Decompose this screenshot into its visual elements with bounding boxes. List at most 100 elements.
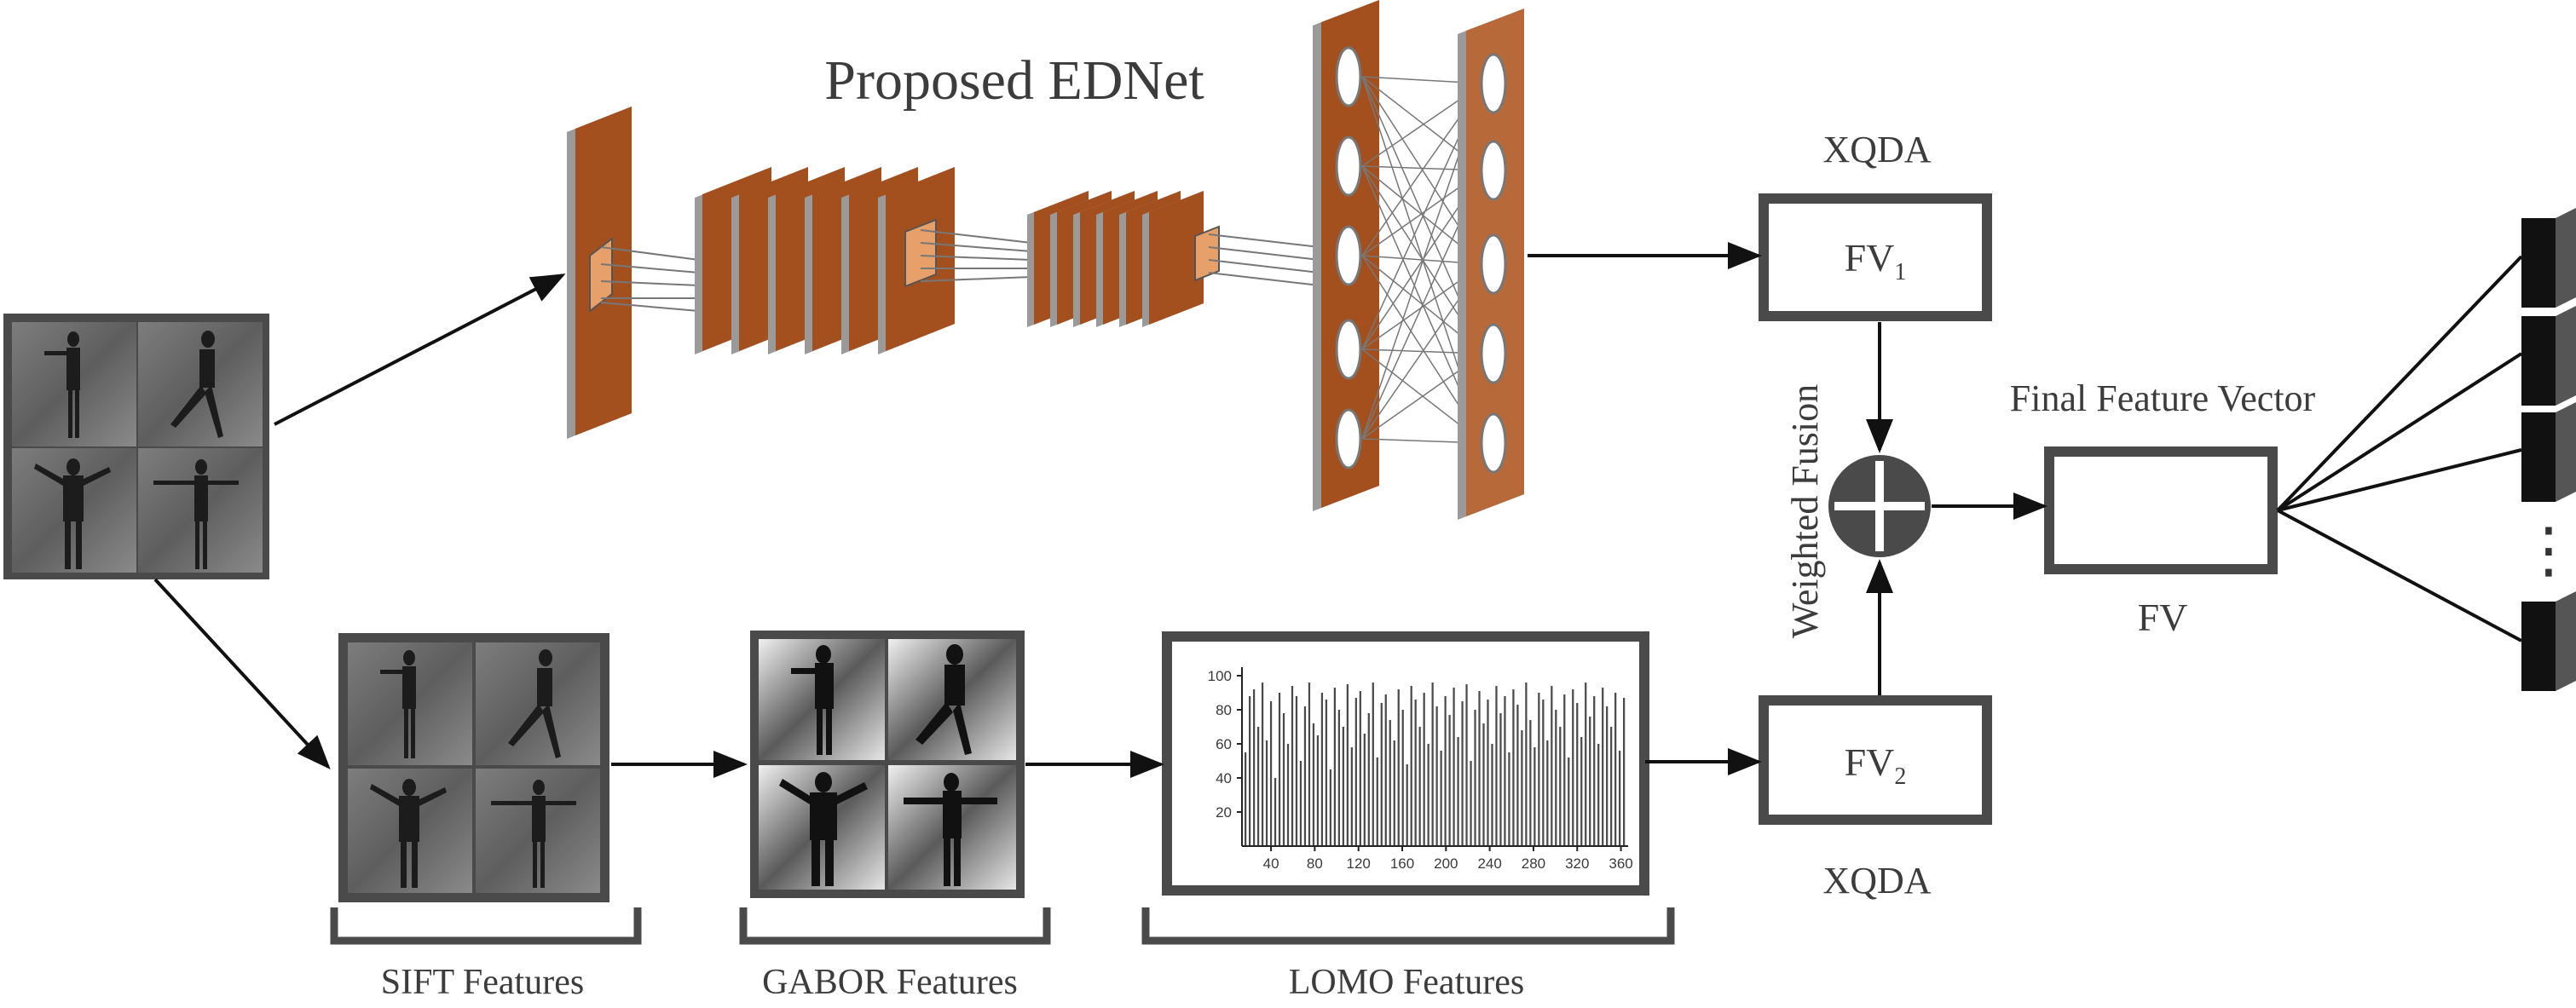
gabor-features-label: GABOR Features (762, 963, 1018, 1002)
fv1-box (1759, 193, 1992, 321)
sift-features-label: SIFT Features (381, 963, 584, 1002)
histogram-bar (1248, 696, 1251, 846)
histogram-bar (1418, 727, 1421, 846)
feature-brackets (330, 907, 1675, 945)
neuron (1335, 225, 1362, 286)
histogram-bar (1337, 710, 1340, 846)
histogram-bar (1269, 701, 1273, 846)
output-node (2521, 402, 2576, 502)
histogram-bar (1372, 683, 1374, 846)
histogram-bar (1521, 730, 1523, 846)
histogram-bar (1282, 713, 1285, 846)
final-fv-label: FV (2138, 596, 2188, 639)
histogram-bar (1623, 698, 1626, 846)
histogram-bar (1482, 723, 1485, 846)
histogram-bar (1478, 691, 1481, 846)
histogram-bar (1568, 757, 1570, 846)
sift-image-frame (338, 633, 609, 902)
histogram-bar (1295, 696, 1298, 846)
conv-block-3 (1027, 191, 1220, 327)
x-tick-label: 240 (1477, 855, 1501, 872)
histogram-bar (1529, 720, 1532, 846)
histogram-bar (1380, 703, 1383, 846)
receptive-field (904, 218, 937, 288)
histogram-bar (1589, 717, 1591, 846)
histogram-bar (1563, 694, 1566, 846)
diagram-title: Proposed EDNet (824, 49, 1204, 112)
x-tick-label: 320 (1565, 855, 1589, 872)
x-tick-label: 280 (1522, 855, 1545, 872)
y-tick-label: 60 (1216, 736, 1232, 752)
neuron (1480, 140, 1507, 201)
histogram-bar (1354, 698, 1357, 846)
output-node (2521, 306, 2576, 406)
output-ellipsis: ⋮ (2518, 514, 2576, 585)
histogram-bar (1401, 710, 1404, 846)
histogram-bar (1312, 723, 1315, 846)
histogram-bar (1384, 694, 1387, 846)
histogram-bar (1551, 686, 1553, 846)
histogram-bar (1397, 689, 1400, 846)
histogram-bar (1333, 688, 1337, 846)
histogram-bar (1576, 703, 1579, 846)
y-tick-label: 80 (1216, 702, 1232, 718)
histogram-bar (1252, 689, 1256, 846)
histogram-bar (1538, 693, 1540, 846)
histogram-bar (1619, 751, 1621, 846)
svg-text:FV2: FV2 (1845, 740, 1907, 790)
histogram-bar (1414, 700, 1417, 846)
receptive-field (589, 236, 613, 314)
histogram-bar (1504, 696, 1506, 846)
histogram-bar (1265, 740, 1268, 846)
histogram-bar (1299, 761, 1302, 846)
histogram-bar (1461, 701, 1464, 846)
histogram-bar (1470, 761, 1472, 846)
histogram-bar (1325, 700, 1328, 846)
histogram-bar (1406, 764, 1408, 846)
histogram-bar (1350, 747, 1353, 846)
lomo-bracket (1141, 907, 1675, 945)
histogram-bar (1316, 735, 1320, 846)
ednet-cnn (567, 0, 1524, 520)
histogram-bar (1457, 737, 1459, 846)
fv2-label: FV (1845, 740, 1895, 784)
histogram-bar (1580, 737, 1583, 846)
histogram-bar (1444, 696, 1447, 846)
x-tick-label: 80 (1307, 855, 1323, 872)
xqda-label-top: XQDA (1822, 129, 1931, 170)
fv1-label: FV (1845, 236, 1895, 279)
neuron (1480, 412, 1507, 474)
weighted-fusion-label: Weighted Fusion (1784, 384, 1826, 638)
x-tick-label: 40 (1263, 855, 1279, 872)
histogram-bar (1261, 683, 1264, 846)
receptive-field (1194, 225, 1220, 282)
fc-layer-2 (1458, 9, 1524, 520)
histogram-bar (1389, 720, 1391, 846)
histogram-bar (1512, 689, 1515, 846)
histogram-bar (1525, 683, 1528, 846)
histogram-bar (1597, 744, 1600, 846)
arrow-input-to-cnn (274, 274, 566, 426)
y-tick-label: 40 (1216, 770, 1232, 786)
histogram-bar (1410, 686, 1412, 846)
histogram-bar (1346, 684, 1349, 846)
histogram-bar (1516, 705, 1519, 846)
histogram-bar (1546, 740, 1549, 846)
histogram-bar (1308, 683, 1311, 846)
final-fv-box (2044, 446, 2278, 574)
histogram-bar (1359, 691, 1361, 846)
neuron (1335, 46, 1362, 107)
histogram-bar (1423, 693, 1425, 846)
histogram-bar (1572, 689, 1574, 846)
sift-bracket (330, 907, 642, 945)
conv-block-2 (695, 167, 955, 354)
histogram-bar (1491, 744, 1493, 846)
histogram-bar (1367, 713, 1370, 846)
x-tick-label: 160 (1390, 855, 1414, 872)
gabor-bracket (739, 907, 1051, 945)
xqda-label-bottom: XQDA (1822, 860, 1931, 901)
histogram-bar (1602, 688, 1604, 846)
histogram-bar (1245, 752, 1247, 846)
fv1-subscript: 1 (1894, 259, 1906, 285)
